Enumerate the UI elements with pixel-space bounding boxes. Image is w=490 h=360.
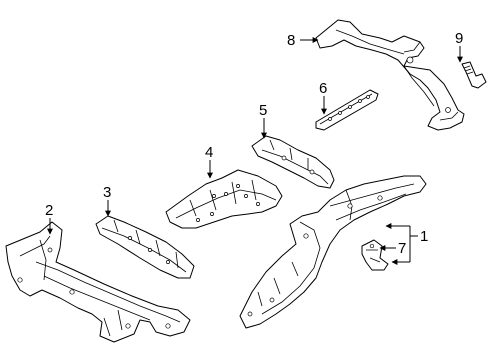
- part-1-side-member-assembly: [239, 175, 427, 329]
- part-7-small-bracket: [361, 239, 389, 271]
- callout-4: 4: [205, 144, 213, 161]
- part-5-bracket: [251, 135, 335, 189]
- callout-2: 2: [45, 202, 53, 219]
- callout-6: 6: [319, 80, 327, 97]
- part-8-rear-crossmember: [315, 19, 465, 131]
- part-4-floor-crossmember: [165, 169, 283, 229]
- part-2-front-subframe: [5, 221, 191, 343]
- part-6-reinforcement-plate: [315, 89, 379, 131]
- callout-9: 9: [455, 30, 463, 47]
- callout-3: 3: [103, 184, 111, 201]
- callout-1: 1: [420, 228, 428, 245]
- part-9-bolt: [461, 61, 487, 89]
- callout-7: 7: [398, 240, 406, 257]
- callout-5: 5: [259, 102, 267, 119]
- leader-lines: [47, 37, 463, 265]
- callout-8: 8: [287, 32, 295, 49]
- part-3-side-reinforcement: [95, 215, 195, 279]
